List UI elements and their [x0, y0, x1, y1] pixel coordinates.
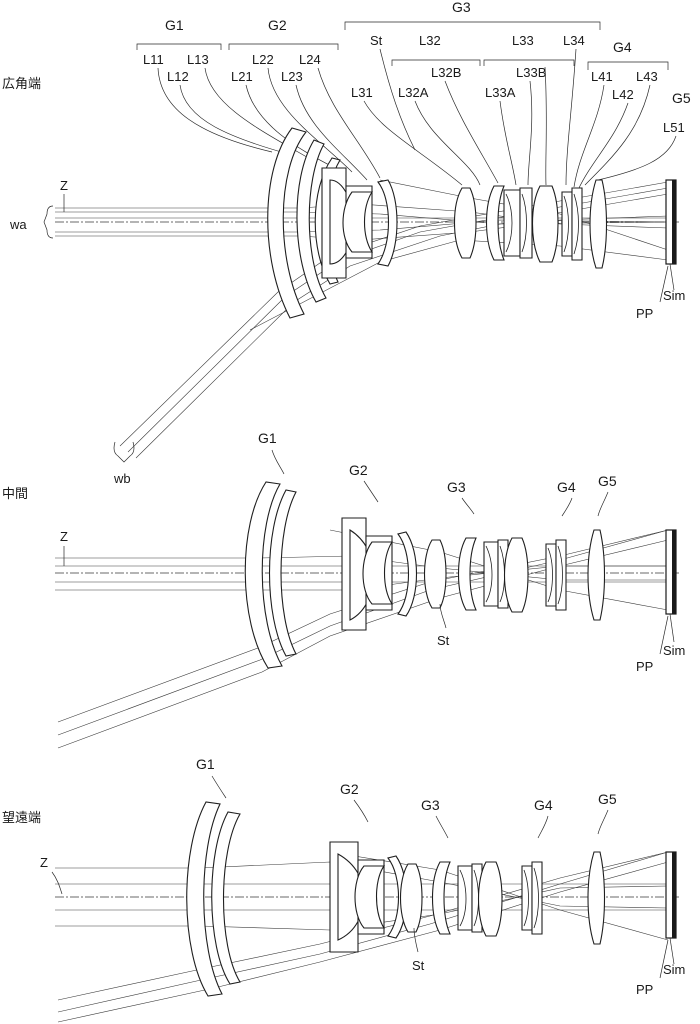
group-label: G2 — [349, 462, 368, 478]
panel-title-middle: 中間 — [2, 487, 28, 502]
lens-label: L33A — [485, 85, 516, 100]
lens-label: L41 — [591, 69, 613, 84]
lens-group-g3-tele — [400, 861, 503, 937]
lens-group-g3-middle — [424, 537, 529, 613]
lens-group-g5-middle — [587, 529, 606, 621]
bracket-g4 — [587, 61, 669, 70]
lens-label: L21 — [231, 69, 253, 84]
lens-label: St — [370, 33, 383, 48]
pp-label: PP — [636, 306, 653, 321]
rays-tele — [55, 851, 669, 1023]
group-label: G1 — [196, 756, 215, 772]
stop-label: St — [412, 958, 425, 973]
group-label: G2 — [268, 17, 287, 33]
lens-label: L11 — [143, 52, 164, 67]
lens-label: L34 — [563, 33, 585, 48]
lens-label: L33 — [512, 33, 534, 48]
beam-label-wb: wb — [113, 471, 131, 486]
group-label: G5 — [672, 90, 691, 106]
brace-wb — [113, 441, 135, 463]
lens-group-g3-wide — [454, 185, 559, 263]
panel-title-tele: 望遠端 — [2, 810, 41, 826]
stop-label: St — [437, 633, 450, 648]
image-sensor-middle — [665, 529, 677, 615]
axis-label: Z — [40, 855, 48, 870]
sim-label: Sim — [663, 962, 685, 977]
lens-label: L42 — [612, 87, 634, 102]
axis-label: Z — [60, 178, 68, 193]
bracket-l32 — [391, 59, 481, 66]
group-label: G1 — [165, 17, 184, 33]
brace-wa — [43, 205, 54, 239]
lens-group-g5-tele — [587, 851, 606, 945]
lens-group-g1-middle — [244, 481, 297, 669]
group-label: G3 — [452, 0, 471, 15]
lens-label: L32B — [431, 65, 461, 80]
lens-group-g2-middle — [341, 517, 418, 631]
lens-label: L23 — [281, 69, 303, 84]
sim-label: Sim — [663, 288, 685, 303]
pp-label: PP — [636, 982, 653, 997]
lens-label: L24 — [299, 52, 321, 67]
lens-label: L32 — [419, 33, 441, 48]
group-label: G1 — [258, 430, 277, 446]
lens-label: L43 — [636, 69, 658, 84]
beam-label-wa: wa — [9, 217, 27, 232]
sim-label: Sim — [663, 643, 685, 658]
group-label: G3 — [447, 479, 466, 495]
group-label: G5 — [598, 791, 617, 807]
lens-label: L32A — [398, 85, 429, 100]
panel-tele: 望遠端 G1 G2 G3 G4 G5 Z — [2, 756, 685, 1023]
lens-label: L51 — [663, 120, 685, 135]
group-label: G5 — [598, 473, 617, 489]
lens-label: L31 — [351, 85, 373, 100]
lens-group-g2-wide — [321, 167, 398, 279]
panel-middle: 中間 G1 G2 G3 G4 G5 Z — [2, 430, 685, 749]
group-label: G4 — [534, 797, 553, 813]
lens-group-g4-tele — [521, 861, 543, 935]
image-sensor-wide — [665, 179, 677, 265]
lens-group-g1-tele — [186, 801, 241, 997]
image-sensor-tele — [665, 851, 677, 939]
panel-wide: 広角端 G1 G2 G3 G4 G5 L11 L13 L12 L22 L24 L… — [2, 0, 691, 486]
lens-group-g4-middle — [545, 539, 567, 611]
bracket-g3 — [344, 21, 601, 30]
lens-label: L13 — [187, 52, 209, 67]
lens-label: L22 — [252, 52, 274, 67]
group-label: G2 — [340, 781, 359, 797]
lens-group-g2-tele — [329, 841, 408, 953]
bracket-g2 — [228, 43, 339, 50]
panel-title-wide: 広角端 — [2, 77, 41, 92]
group-label: G3 — [421, 797, 440, 813]
lens-group-g4-wide — [561, 187, 583, 261]
lens-label: L12 — [167, 69, 189, 84]
bracket-g1 — [136, 43, 222, 50]
lens-label: L33B — [516, 65, 546, 80]
axis-label: Z — [60, 529, 68, 544]
lens-group-g1-wide — [267, 127, 341, 319]
group-label: G4 — [613, 39, 632, 55]
leader-lines-wide — [157, 48, 677, 191]
pp-label: PP — [636, 659, 653, 674]
group-label: G4 — [557, 479, 576, 495]
lens-group-g5-wide — [589, 179, 608, 269]
bracket-l33 — [483, 59, 575, 66]
